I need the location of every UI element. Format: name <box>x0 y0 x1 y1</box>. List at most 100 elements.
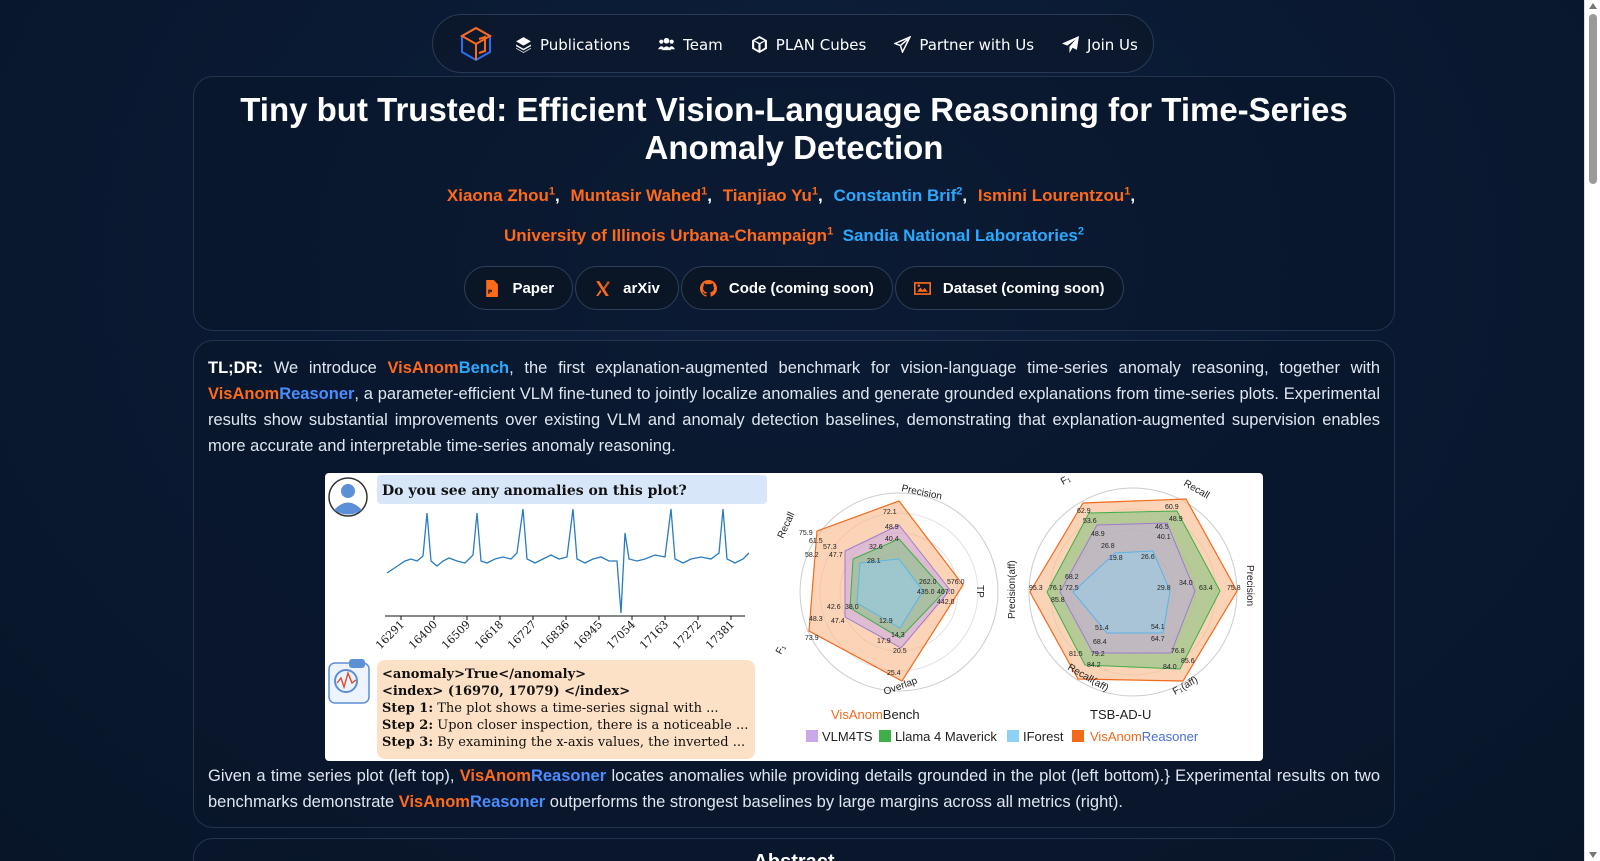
radar-value-label: 63.4 <box>1199 585 1213 592</box>
radar-value-label: 262.0 <box>919 579 937 586</box>
radar-value-label: 76.8 <box>1171 648 1185 655</box>
radar-value-label: 32.6 <box>869 544 883 551</box>
svg-text:Llama 4 Maverick: Llama 4 Maverick <box>895 729 997 744</box>
answer-line: Step 3: By examining the x-axis values, … <box>382 735 745 750</box>
dataset-button[interactable]: Dataset (coming soon) <box>894 266 1124 310</box>
figure-caption: Given a time series plot (left top), Vis… <box>208 767 1380 811</box>
radar-chart-visanombench: Precision TP Overlap F₁ Recall 72.148.94… <box>774 483 999 722</box>
handshake-icon <box>894 36 912 53</box>
image-icon <box>913 281 931 295</box>
radar-value-label: 72.1 <box>883 509 897 516</box>
radar-value-label: 48.9 <box>1091 531 1105 538</box>
radar2-vlm4ts <box>1059 522 1196 654</box>
radar1-title: VisAnomBench <box>831 707 920 722</box>
author-list: Xiaona Zhou1, Muntasir Wahed1, Tianjiao … <box>446 185 1136 205</box>
nav-item-join[interactable]: Join Us <box>1062 36 1138 54</box>
answer-bubble <box>377 660 755 759</box>
x-tick-label: 17163 <box>637 618 671 652</box>
radar-value-label: 12.9 <box>879 618 893 625</box>
radar-value-label: 42.6 <box>827 604 841 611</box>
radar-value-label: 68.4 <box>1093 639 1107 646</box>
radar-value-label: 442.0 <box>937 599 955 606</box>
author-name[interactable]: Muntasir Wahed1 <box>570 185 708 205</box>
affiliation: University of Illinois Urbana-Champaign1 <box>504 225 834 245</box>
time-series-line <box>386 508 750 614</box>
nav-label: Team <box>683 35 723 54</box>
svg-text:IForest: IForest <box>1023 729 1064 744</box>
radar-value-label: 64.7 <box>1151 636 1165 643</box>
code-button[interactable]: Code (coming soon) <box>680 266 893 310</box>
nav-item-publications[interactable]: Publications <box>515 36 630 54</box>
scroll-up-arrow-icon[interactable] <box>1589 3 1597 9</box>
radar-value-label: 48.9 <box>1169 516 1183 523</box>
github-icon <box>699 279 717 297</box>
lab-logo-icon[interactable] <box>457 25 495 63</box>
radar-value-label: 75.9 <box>799 530 813 537</box>
radar-value-label: 467.0 <box>937 589 955 596</box>
radar-value-label: 60.9 <box>1165 504 1179 511</box>
page-scrollbar[interactable] <box>1584 0 1600 861</box>
reasoner-avatar-icon <box>328 659 370 704</box>
abstract-card: Abstract <box>193 838 1395 861</box>
nav-item-partner[interactable]: Partner with Us <box>894 36 1034 54</box>
x-tick-label: 16836 <box>538 618 572 652</box>
paper-plane-icon <box>1062 36 1080 53</box>
users-icon <box>658 37 676 51</box>
question-bubble <box>377 475 767 504</box>
radar-value-label: 29.8 <box>1157 585 1171 592</box>
radar-value-label: 435.0 <box>917 589 935 596</box>
paper-button[interactable]: Paper <box>464 266 574 310</box>
nav-label: Partner with Us <box>919 35 1035 54</box>
radar-value-label: 79.2 <box>1091 651 1105 658</box>
author-name[interactable]: Tianjiao Yu1 <box>722 185 818 205</box>
radar-value-label: 28.1 <box>867 558 881 565</box>
x-tick-label: 16509 <box>439 618 473 652</box>
abstract-heading: Abstract <box>194 851 1394 861</box>
radar-value-label: 48.9 <box>885 524 899 531</box>
radar1-axis-label: TP <box>974 585 985 598</box>
radar-value-label: 38.0 <box>845 604 859 611</box>
arxiv-button[interactable]: arXiv <box>575 266 679 310</box>
radar-value-label: 46.5 <box>1155 524 1169 531</box>
radar-value-label: 54.1 <box>1151 624 1165 631</box>
model-name-part: VisAnom <box>208 385 280 403</box>
author-name[interactable]: Ismini Lourentzou1 <box>977 185 1131 205</box>
radar-value-label: 85.6 <box>1181 658 1195 665</box>
radar1-iforest <box>856 558 924 629</box>
radar-value-label: 58.2 <box>805 552 819 559</box>
radar-value-label: 25.4 <box>887 670 901 677</box>
radar-value-label: 53.6 <box>1083 518 1097 525</box>
page-title: Tiny but Trusted: Efficient Vision-Langu… <box>240 91 1348 166</box>
nav-item-team[interactable]: Team <box>658 36 723 54</box>
scroll-thumb[interactable] <box>1589 14 1597 184</box>
author-name[interactable]: Xiaona Zhou1 <box>446 185 556 205</box>
answer-line: Step 2: Upon closer inspection, there is… <box>382 718 748 733</box>
nav-label: Join Us <box>1087 35 1138 54</box>
scroll-down-arrow-icon[interactable] <box>1589 852 1597 858</box>
answer-text: <anomaly>True</anomaly><index> (16970, 1… <box>382 667 748 750</box>
radar-value-label: 26.6 <box>1141 554 1155 561</box>
svg-text:VLM4TS: VLM4TS <box>822 729 873 744</box>
radar-value-label: 576.0 <box>947 579 965 586</box>
x-tick-label: 16618 <box>472 618 506 652</box>
user-avatar-icon <box>328 477 368 517</box>
radar-value-label: 85.8 <box>1051 597 1065 604</box>
pdf-icon <box>486 279 499 297</box>
radar1-value-labels: 72.148.940.432.628.1576.0467.0442.0435.0… <box>799 509 965 677</box>
x-tick-label: 16945 <box>571 618 605 652</box>
answer-line: Step 1: The plot shows a time-series sig… <box>382 701 718 716</box>
radar1-axis-label: Recall <box>776 510 798 540</box>
author-name[interactable]: Constantin Brif2 <box>833 185 963 205</box>
radar-value-label: 51.4 <box>1095 625 1109 632</box>
nav-item-plan-cubes[interactable]: PLAN Cubes <box>751 36 866 54</box>
tldr-label: TL;DR: <box>208 359 263 377</box>
answer-line: <anomaly>True</anomaly> <box>382 667 586 682</box>
x-tick-label: 16727 <box>505 618 539 652</box>
radar-value-label: 48.3 <box>809 616 823 623</box>
affiliation-list: University of Illinois Urbana-Champaign1… <box>194 225 1394 246</box>
radar1-axis-label: Precision <box>900 483 943 502</box>
x-tick-label: 16291 <box>373 618 407 652</box>
svg-text:VisAnomReasoner: VisAnomReasoner <box>1090 729 1199 744</box>
